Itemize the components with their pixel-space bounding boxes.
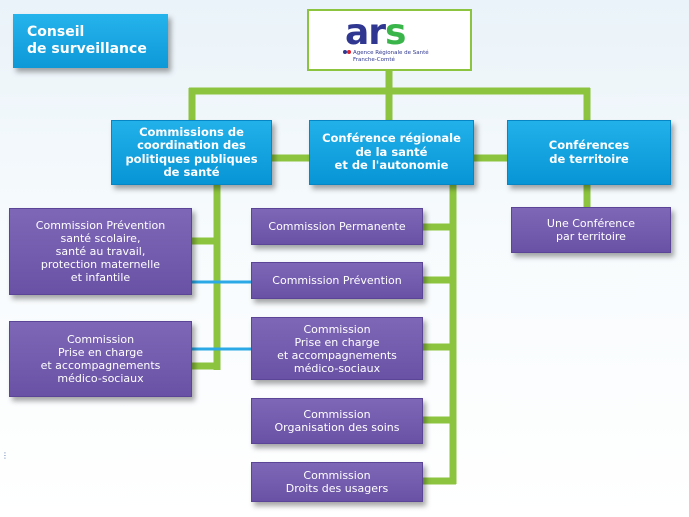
ars-logo-agency-line: Agence Régionale de Santé [353, 50, 429, 56]
header-commissions-coordination: Commissions de coordination des politiqu… [111, 120, 272, 185]
commission-permanente: Commission Permanente [251, 208, 423, 245]
ars-logo-box: ars Agence Régionale de Santé Franche-Co… [307, 9, 472, 71]
commission-prise-en-charge-left-label: Commission Prise en charge et accompagne… [40, 333, 161, 385]
commission-prise-en-charge-center-label: Commission Prise en charge et accompagne… [277, 322, 397, 375]
logo-dot-blue-icon [343, 50, 347, 54]
ars-logo-letter-s: s [385, 12, 406, 53]
commission-prevention-label: Commission Prévention [272, 274, 402, 287]
commission-droits-des-usagers-label: Commission Droits des usagers [285, 469, 389, 495]
une-conference-par-territoire: Une Conférence par territoire [511, 207, 671, 253]
commission-droits-des-usagers: Commission Droits des usagers [251, 462, 423, 502]
commission-prevention-sante-scolaire-label: Commission Prévention santé scolaire, sa… [35, 219, 166, 284]
commission-organisation-des-soins-label: Commission Organisation des soins [274, 408, 400, 434]
logo-dot-red-icon [347, 50, 351, 54]
une-conference-par-territoire-label: Une Conférence par territoire [546, 217, 636, 243]
ars-logo-letters-ar: ar [345, 12, 386, 53]
edge-dots-decoration: ⋮ [1, 451, 9, 460]
commission-permanente-label: Commission Permanente [268, 220, 406, 233]
header-conference-regionale: Conférence régionale de la santé et de l… [309, 120, 474, 185]
header-conferences-territoire-label: Conférences de territoire [548, 138, 630, 166]
conseil-de-surveillance-box: Conseil de surveillance [13, 14, 168, 68]
commission-prevention-sante-scolaire: Commission Prévention santé scolaire, sa… [9, 208, 192, 295]
header-conference-regionale-label: Conférence régionale de la santé et de l… [322, 131, 461, 173]
header-conferences-territoire: Conférences de territoire [507, 120, 671, 185]
ars-logo: ars [345, 12, 407, 53]
commission-organisation-des-soins: Commission Organisation des soins [251, 398, 423, 444]
conseil-de-surveillance-label: Conseil de surveillance [27, 24, 147, 57]
commission-prise-en-charge-center: Commission Prise en charge et accompagne… [251, 317, 423, 380]
commission-prise-en-charge-left: Commission Prise en charge et accompagne… [9, 321, 192, 397]
ars-logo-region-line: Franche-Comté [353, 57, 395, 63]
header-commissions-coordination-label: Commissions de coordination des politiqu… [125, 124, 258, 179]
commission-prevention: Commission Prévention [251, 262, 423, 299]
